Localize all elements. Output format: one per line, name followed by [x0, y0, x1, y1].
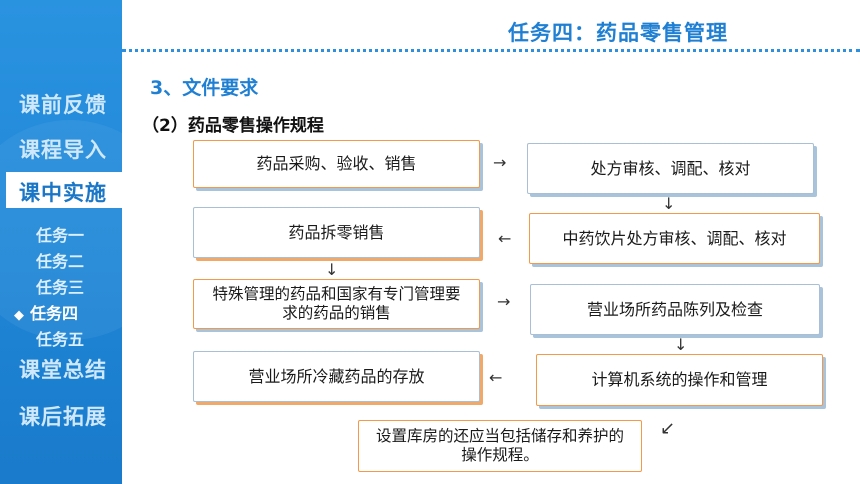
nav-item-course-intro[interactable]: 课程导入: [19, 138, 107, 162]
arrow-left-icon: ←: [498, 229, 512, 248]
nav-item-in-class[interactable]: 课中实施: [19, 181, 107, 205]
flow-step-1: 药品采购、验收、销售: [193, 140, 480, 188]
arrow-left-icon: ←: [489, 368, 503, 387]
nav-active-highlight: [6, 172, 146, 208]
sidebar-decoration: [0, 120, 122, 340]
flow-step-8: 营业场所冷藏药品的存放: [193, 351, 480, 402]
flow-step-6: 营业场所药品陈列及检查: [530, 284, 820, 335]
arrow-right-icon: →: [497, 292, 511, 311]
sidebar: [0, 0, 122, 484]
page-title: 任务四：药品零售管理: [508, 21, 728, 45]
arrow-right-icon: →: [493, 153, 507, 172]
diamond-marker-icon: ◆: [14, 308, 24, 323]
flow-step-5: 特殊管理的药品和国家有专门管理要求的药品的销售: [193, 279, 480, 329]
subsection-title: （2）药品零售操作规程: [142, 116, 324, 136]
nav-subitem-task-2[interactable]: 任务二: [36, 252, 85, 271]
arrow-down-icon: ↓: [674, 335, 688, 354]
flow-step-9: 设置库房的还应当包括储存和养护的操作规程。: [358, 420, 642, 472]
arrow-down-left-icon: ↙: [660, 418, 676, 439]
nav-subitem-task-4[interactable]: ◆ 任务四: [14, 300, 78, 324]
nav-item-class-summary[interactable]: 课堂总结: [19, 358, 107, 382]
section-title: 3、文件要求: [150, 77, 259, 99]
header-divider: [122, 49, 860, 52]
flow-step-4: 药品拆零销售: [193, 207, 480, 258]
flow-step-7: 计算机系统的操作和管理: [536, 354, 823, 406]
flow-step-2: 处方审核、调配、核对: [527, 143, 814, 194]
nav-subitem-task-4-label: 任务四: [30, 304, 79, 323]
nav-item-after-class[interactable]: 课后拓展: [19, 405, 107, 429]
arrow-down-icon: ↓: [325, 260, 339, 279]
nav-item-pre-class-feedback[interactable]: 课前反馈: [19, 93, 107, 117]
nav-subitem-task-3[interactable]: 任务三: [36, 278, 85, 297]
nav-subitem-task-5[interactable]: 任务五: [36, 330, 85, 349]
nav-subitem-task-1[interactable]: 任务一: [36, 226, 85, 245]
arrow-down-icon: ↓: [662, 194, 676, 213]
flow-step-3: 中药饮片处方审核、调配、核对: [529, 213, 820, 264]
